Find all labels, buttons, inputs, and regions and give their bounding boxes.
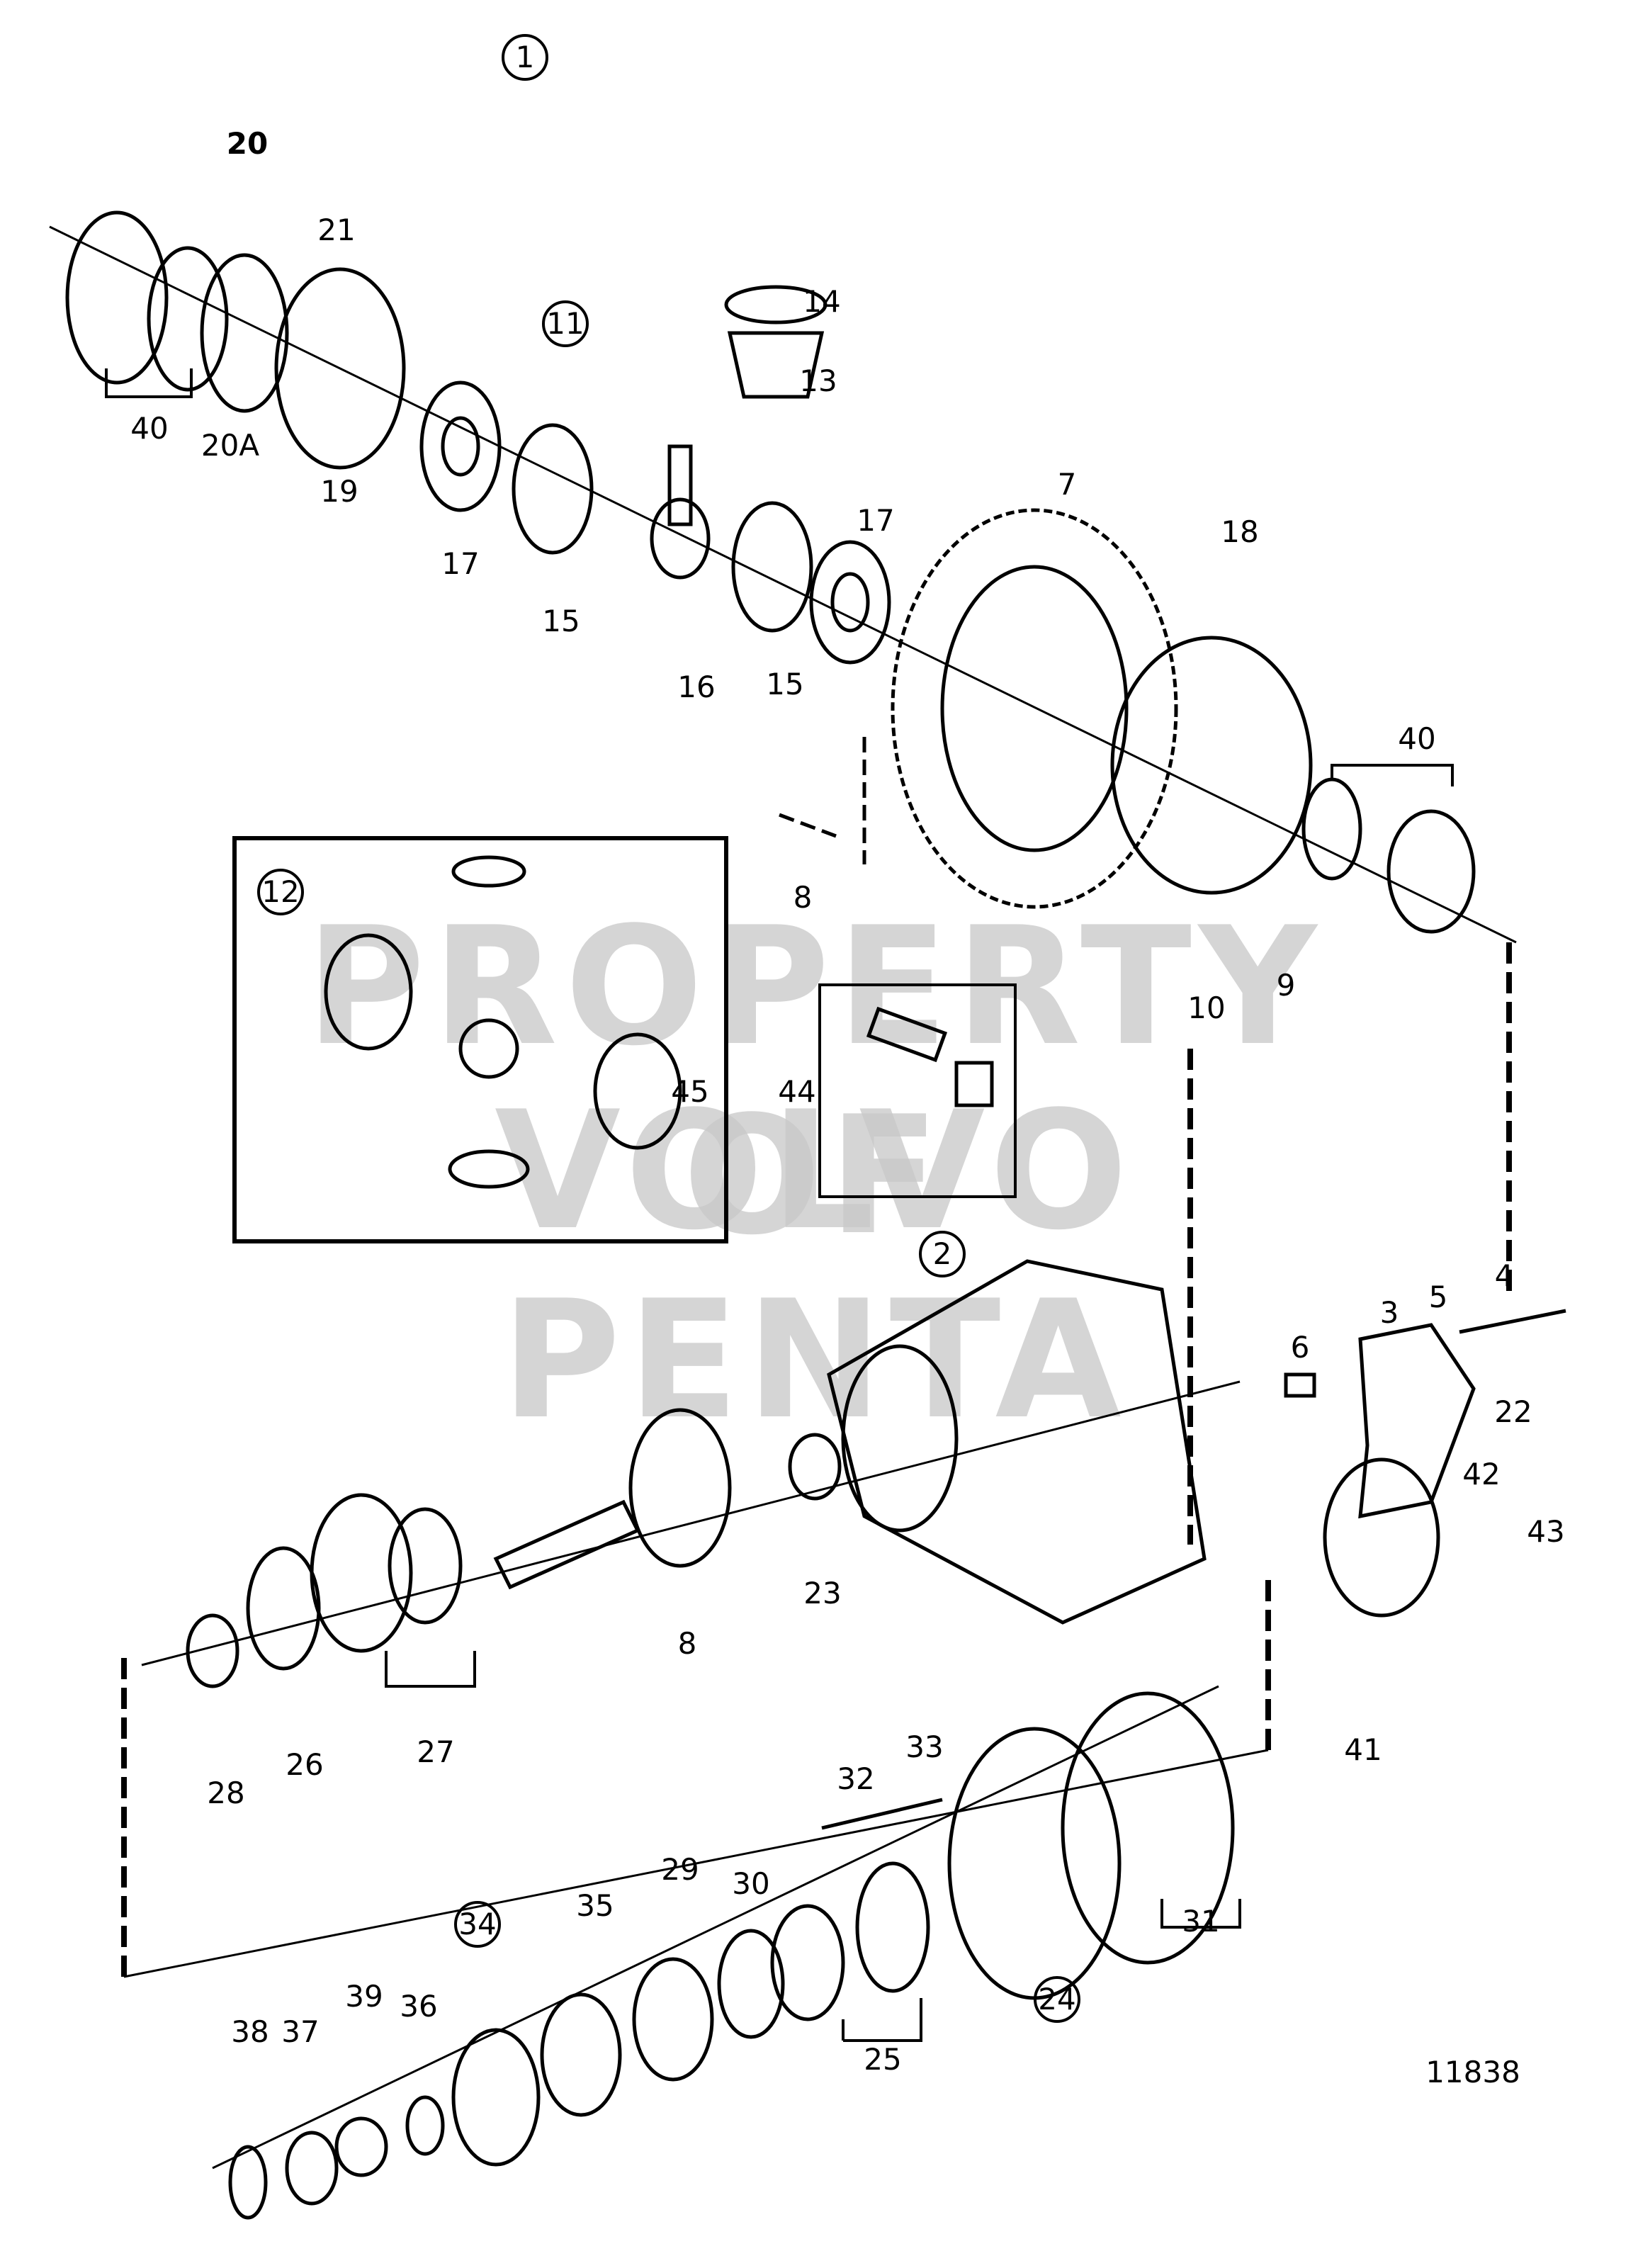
clamp-3 [1358, 1323, 1476, 1519]
shim-26 [246, 1546, 321, 1671]
callout-22: 22 [1494, 1394, 1532, 1429]
callout-3: 3 [1379, 1295, 1399, 1330]
callout-29: 29 [661, 1852, 699, 1887]
callout-42: 42 [1462, 1457, 1501, 1491]
bearing-housing-24 [947, 1727, 1122, 2000]
callout-27: 27 [417, 1734, 455, 1769]
callout-4: 4 [1494, 1258, 1514, 1293]
callout-26: 26 [286, 1747, 324, 1782]
callout-9: 9 [1276, 968, 1296, 1003]
callout-15: 15 [542, 604, 580, 638]
callout-36: 36 [400, 1989, 438, 2024]
callout-11: 11 [542, 300, 589, 347]
lock-washer-37 [285, 2131, 339, 2206]
shims-31 [1061, 1691, 1235, 1965]
callout-38: 38 [231, 2014, 269, 2049]
callout-24: 24 [1034, 1976, 1080, 2023]
flange-34 [451, 2028, 541, 2167]
pinion-gear-13 [727, 331, 825, 399]
callout-43: 43 [1527, 1514, 1565, 1549]
callout-7: 7 [1057, 467, 1077, 502]
callout-8b: 8 [677, 1626, 697, 1661]
spider-16 [650, 497, 711, 580]
callout-40: 40 [130, 411, 169, 446]
washer-36 [405, 2095, 445, 2156]
callout-14: 14 [803, 284, 841, 319]
callout-20a: 20A [200, 428, 260, 463]
housing-2 [827, 1259, 1207, 1625]
callout-34: 34 [454, 1901, 501, 1948]
callout-8: 8 [793, 880, 813, 915]
callout-39: 39 [345, 1979, 383, 2014]
callout-6: 6 [1290, 1330, 1310, 1365]
bearing-cone-27 [388, 1507, 463, 1625]
callout-19: 19 [320, 474, 358, 509]
diff-case-19 [274, 267, 406, 470]
nut-39 [334, 2116, 388, 2177]
callout-37: 37 [281, 2014, 320, 2049]
thrust-washer-17 [419, 380, 502, 512]
inset-box-44-45 [818, 983, 1017, 1198]
callout-28: 28 [207, 1776, 245, 1810]
callout-1: 1 [502, 34, 548, 81]
callout-17b: 17 [857, 503, 895, 538]
callout-17: 17 [441, 546, 480, 581]
callout-18: 18 [1221, 514, 1259, 549]
callout-45: 45 [671, 1074, 709, 1109]
callout-32: 32 [837, 1761, 875, 1796]
bearing-cone-40b [1301, 777, 1362, 881]
adjusting-ring-41 [1323, 1457, 1440, 1618]
bearing-cup-27 [310, 1493, 413, 1653]
callout-16: 16 [677, 670, 716, 704]
watermark-line-1: PROPERTY OF [305, 893, 1324, 1271]
bearing-cone-25 [770, 1904, 845, 2021]
callout-35: 35 [576, 1888, 614, 1923]
callout-41: 41 [1344, 1732, 1382, 1767]
callout-33: 33 [905, 1730, 944, 1764]
inset-box-12 [232, 836, 728, 1243]
callout-13: 13 [799, 363, 837, 398]
circlip-38 [228, 2145, 268, 2220]
callout-31: 31 [1182, 1904, 1220, 1939]
callout-10: 10 [1187, 991, 1226, 1025]
pinion-shaft-8 [493, 1499, 640, 1590]
thrust-washer-17b [809, 540, 891, 665]
callout-21: 21 [317, 213, 356, 247]
bearing-cone-40 [147, 246, 229, 392]
bearing-23 [788, 1433, 842, 1501]
callout-12: 12 [257, 869, 304, 915]
seal-30 [717, 1929, 785, 2039]
side-gear-15 [512, 423, 594, 555]
callout-23: 23 [803, 1576, 842, 1610]
callout-25: 25 [864, 2042, 902, 2077]
side-gear-15b [731, 501, 813, 633]
washer-14 [724, 285, 828, 325]
watermark-line-2: VOLVO PENTA [495, 1077, 1135, 1455]
bearing-cup-40 [65, 210, 169, 385]
ring-gear-7 [891, 508, 1178, 909]
callout-15b: 15 [766, 667, 804, 701]
callout-44: 44 [778, 1074, 816, 1109]
callout-20: 20 [226, 126, 269, 161]
bearing-cup-25 [855, 1861, 930, 1993]
callout-30: 30 [732, 1866, 770, 1901]
spacer-28 [186, 1613, 239, 1688]
callout-5: 5 [1428, 1280, 1448, 1314]
seal-29 [632, 1957, 714, 2082]
figure-number: 11838 [1425, 2055, 1520, 2089]
callout-2: 2 [919, 1231, 966, 1277]
diff-case-18 [1110, 636, 1313, 895]
bearing-cup-40b [1386, 809, 1476, 934]
callout-40b: 40 [1398, 721, 1436, 756]
seal-35 [540, 1992, 622, 2117]
flange-20A [200, 253, 289, 413]
